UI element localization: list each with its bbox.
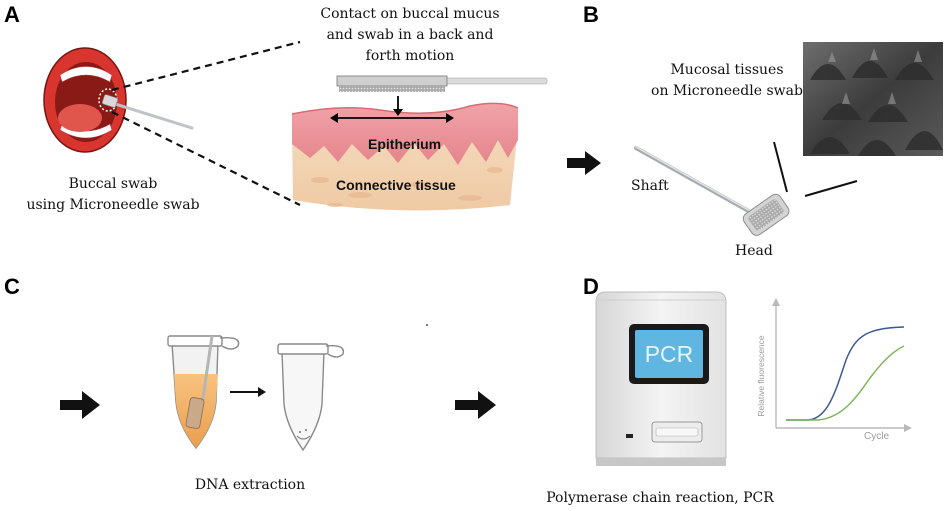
callout-line-1 xyxy=(773,141,788,193)
leader-bottom-dashed xyxy=(111,111,301,206)
pcr-screen-text: PCR xyxy=(644,340,694,367)
curve-blue xyxy=(786,326,905,421)
tube-extracted xyxy=(277,343,345,452)
callout-line-2 xyxy=(804,180,858,197)
mouth-illustration xyxy=(43,47,194,153)
contact-line-1: Contact on buccal mucus xyxy=(320,6,500,22)
arrow-to-c xyxy=(60,391,100,419)
tube-with-sample xyxy=(167,335,240,450)
contact-line-3: forth motion xyxy=(365,48,455,64)
stray-dot xyxy=(426,324,428,326)
dna-extraction-caption: DNA extraction xyxy=(194,477,306,493)
y-axis-label-anchor: Relative fluorescence xyxy=(756,335,766,416)
amplification-plot xyxy=(772,298,912,432)
microneedle-swab xyxy=(634,146,790,236)
mucosal-line-1: Mucosal tissues xyxy=(670,62,784,78)
motion-arrows xyxy=(330,96,454,123)
panel-label-c: C xyxy=(4,274,20,299)
head-label: Head xyxy=(735,243,773,259)
curve-green xyxy=(786,345,905,421)
contact-instruction: Contact on buccal mucus and swab in a ba… xyxy=(290,4,530,67)
leader-top-dashed xyxy=(111,40,301,92)
caption-line-1: Buccal swab xyxy=(68,176,158,192)
mucosal-line-2: on Microneedle swab xyxy=(651,83,803,99)
plot-x-axis-label: Cycle xyxy=(864,431,890,442)
pcr-caption: Polymerase chain reaction, PCR xyxy=(546,490,774,506)
panel-label-a: A xyxy=(4,2,20,27)
buccal-swab-caption: Buccal swab using Microneedle swab xyxy=(18,174,208,216)
epitherium-label: Epitherium xyxy=(368,136,442,152)
connective-tissue-label: Connective tissue xyxy=(336,177,456,193)
caption-line-2: using Microneedle swab xyxy=(26,197,200,213)
panel-label-b: B xyxy=(583,2,599,27)
mucosal-tissues-label: Mucosal tissues on Microneedle swab xyxy=(642,60,812,102)
arrow-to-d xyxy=(455,391,496,419)
panel-label-d: D xyxy=(583,274,599,299)
arrow-between-tubes xyxy=(230,387,266,397)
tissue-block xyxy=(291,102,519,211)
pcr-machine xyxy=(595,291,727,466)
swab-over-tissue xyxy=(336,75,548,92)
shaft-label: Shaft xyxy=(631,178,669,194)
sem-image xyxy=(803,42,943,156)
contact-line-2: and swab in a back and xyxy=(326,27,494,43)
plot-y-axis-label: Relative fluorescence xyxy=(756,335,766,417)
arrow-to-b xyxy=(567,151,601,175)
